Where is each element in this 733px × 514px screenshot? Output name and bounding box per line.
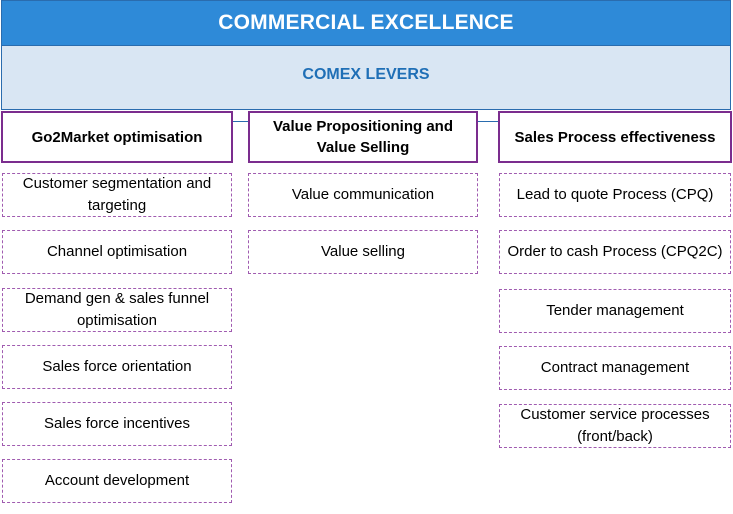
- lever-item: Sales force orientation: [2, 345, 232, 389]
- lever-item: Lead to quote Process (CPQ): [499, 173, 731, 217]
- lever-item: Customer segmentation and targeting: [2, 173, 232, 217]
- column-header-sales-process: Sales Process effectiveness: [498, 111, 732, 163]
- lever-item: Account development: [2, 459, 232, 503]
- lever-item: Channel optimisation: [2, 230, 232, 274]
- connector-line: [232, 121, 250, 122]
- lever-item: Order to cash Process (CPQ2C): [499, 230, 731, 274]
- lever-item: Demand gen & sales funnel optimisation: [2, 288, 232, 332]
- column-header-value-propositioning: Value Propositioning and Value Selling: [248, 111, 478, 163]
- column-header-go2market: Go2Market optimisation: [1, 111, 233, 163]
- lever-item: Sales force incentives: [2, 402, 232, 446]
- lever-item: Value communication: [248, 173, 478, 217]
- comex-levers-band: COMEX LEVERS: [1, 46, 731, 110]
- commercial-excellence-banner: COMMERCIAL EXCELLENCE: [1, 0, 731, 46]
- lever-item: Value selling: [248, 230, 478, 274]
- lever-item: Contract management: [499, 346, 731, 390]
- lever-item: Customer service processes (front/back): [499, 404, 731, 448]
- lever-item: Tender management: [499, 289, 731, 333]
- connector-line: [476, 121, 500, 122]
